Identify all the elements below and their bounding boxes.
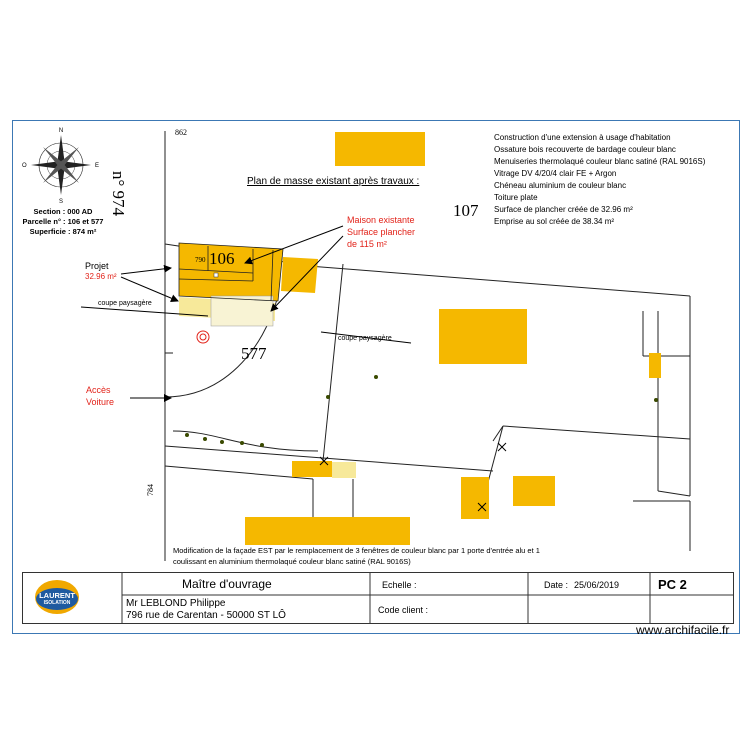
description-line: Emprise au sol créée de 38.34 m² — [494, 217, 614, 226]
date-label: Date : — [544, 580, 569, 590]
watermark: www.archifacile.fr — [636, 623, 730, 637]
owner-address: 796 rue de Carentan - 50000 ST LÔ — [126, 610, 286, 621]
maison-existante-label: Surface plancher — [347, 227, 415, 237]
building — [281, 257, 318, 293]
parcel-862: 862 — [175, 128, 187, 137]
cadastre-section: Section : 000 AD — [34, 207, 93, 216]
building — [439, 309, 527, 364]
parcel-784: 784 — [146, 484, 155, 496]
projet-label: Projet — [85, 261, 109, 271]
projet-value: 32.96 m² — [85, 272, 117, 281]
compass-n: N — [59, 128, 63, 134]
maitre-label: Maître d'ouvrage — [182, 577, 272, 591]
echelle-label: Echelle : — [382, 580, 417, 590]
building — [245, 517, 410, 545]
parcel-107: 107 — [453, 201, 479, 220]
building — [461, 477, 489, 519]
compass-rose-icon: N S E O — [22, 128, 99, 205]
description-line: Surface de plancher créée de 32.96 m² — [494, 205, 633, 214]
description-line: Chéneau aluminium de couleur blanc — [494, 181, 626, 190]
maison-existante-label: de 115 m² — [347, 239, 387, 249]
buildings — [179, 132, 661, 545]
marker-square — [213, 272, 219, 278]
description-line: Construction d'une extension à usage d'h… — [494, 133, 671, 142]
parcel-106: 106 — [209, 249, 235, 268]
company-logo: LAURENT ISOLATION — [34, 578, 80, 616]
hedge-dots — [185, 375, 658, 447]
cross-markers — [319, 442, 507, 512]
cadastre-superficie: Superficie : 874 m² — [30, 227, 97, 236]
parcel-790: 790 — [195, 256, 206, 264]
description-line: Toiture plate — [494, 193, 538, 202]
building — [649, 353, 661, 378]
coupe-paysagere-line — [320, 331, 412, 344]
cadastre-parcelle: Parcelle n° : 106 et 577 — [23, 217, 104, 226]
date-value: 25/06/2019 — [574, 580, 620, 590]
coupe-paysagere-label-2: coupe paysagère — [338, 335, 392, 342]
parcel-577: 577 — [241, 344, 267, 363]
plan-title: Plan de masse existant après travaux : — [247, 176, 419, 187]
logo-line1: LAURENT — [39, 591, 75, 600]
coupe-paysagere-line — [80, 306, 209, 317]
description-block: Construction d'une extension à usage d'h… — [494, 133, 706, 226]
building — [335, 132, 425, 166]
description-line: Ossature bois recouverte de bardage coul… — [494, 145, 676, 154]
building — [292, 461, 332, 477]
sheet-number: PC 2 — [658, 577, 687, 592]
tree-icon — [196, 330, 210, 344]
coupe-paysagere-label-1: coupe paysagère — [98, 300, 152, 307]
compass-w: O — [22, 163, 27, 169]
logo-line2: ISOLATION — [43, 600, 71, 606]
building — [513, 476, 555, 506]
building — [332, 462, 356, 478]
site-plan: N S E O Section : 000 AD Parcelle n° : 1… — [22, 128, 706, 566]
building-outline — [178, 242, 284, 302]
arrows — [120, 225, 344, 402]
owner-name: Mr LEBLOND Philippe — [126, 598, 226, 609]
code-client-label: Code client : — [378, 605, 429, 615]
modification-line: coulissant en aluminium thermolaqué coul… — [173, 557, 411, 566]
acces-label: Accès — [86, 385, 111, 395]
description-line: Menuiseries thermolaqué couleur blanc sa… — [494, 157, 706, 166]
compass-e: E — [95, 163, 99, 169]
parcel-n974: n° 974 — [109, 171, 128, 217]
plan-frame: N S E O Section : 000 AD Parcelle n° : 1… — [12, 120, 740, 634]
title-block: LAURENT ISOLATION Maître d'ouvrage Mr LE… — [22, 572, 734, 624]
description-line: Vitrage DV 4/20/4 clair FE + Argon — [494, 169, 616, 178]
terrasse — [210, 295, 274, 327]
compass-s: S — [59, 199, 63, 205]
maison-existante-label: Maison existante — [347, 215, 415, 225]
modification-line: Modification de la façade EST par le rem… — [173, 546, 540, 555]
acces-label: Voiture — [86, 397, 114, 407]
